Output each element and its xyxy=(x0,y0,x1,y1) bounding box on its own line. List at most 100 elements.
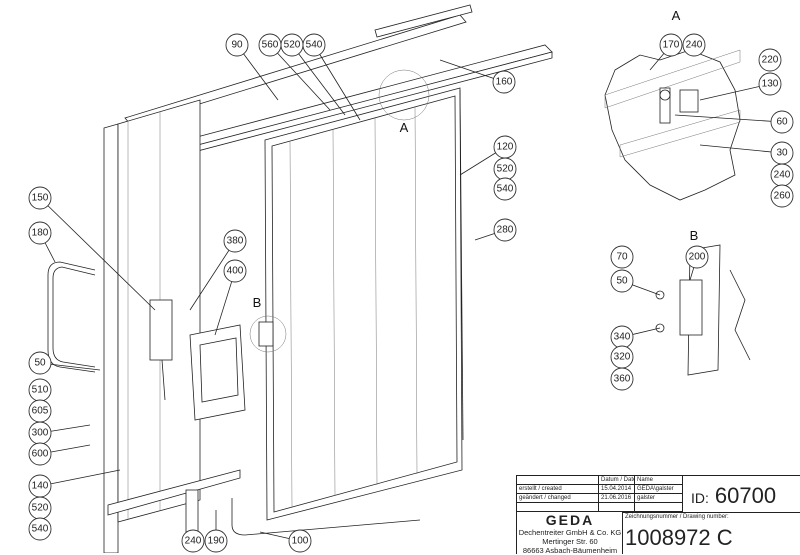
part-callout: 140 xyxy=(28,474,52,498)
callout-circle xyxy=(610,367,634,391)
leader-line xyxy=(313,44,361,121)
callout-circle xyxy=(288,529,312,553)
callout-number: 260 xyxy=(774,191,791,202)
callout-circle xyxy=(28,351,52,375)
callout-circle xyxy=(493,218,517,242)
part-callout: 200 xyxy=(685,245,709,269)
detail-b-title: B xyxy=(690,228,699,243)
part-callout: 380 xyxy=(223,229,247,253)
part-callout: 540 xyxy=(302,33,326,57)
part-callout: 240 xyxy=(181,529,205,553)
callout-number: 120 xyxy=(497,142,514,153)
callout-number: 90 xyxy=(231,40,243,51)
part-callout: 600 xyxy=(28,442,52,466)
part-callout: 320 xyxy=(610,345,634,369)
date-header: Datum / Date xyxy=(599,476,635,485)
title-block: Datum / Date Name erstellt / created 15.… xyxy=(516,475,800,555)
callout-number: 50 xyxy=(34,358,46,369)
callout-number: 510 xyxy=(32,385,49,396)
part-callout: 605 xyxy=(28,399,52,423)
callout-number: 150 xyxy=(32,193,49,204)
callout-number: 520 xyxy=(32,503,49,514)
callout-circle xyxy=(610,269,634,293)
detail-a-title: A xyxy=(672,8,681,23)
part-callout: 540 xyxy=(493,177,517,201)
part-callout: 180 xyxy=(28,221,52,245)
callout-circle xyxy=(181,529,205,553)
callout-circle xyxy=(758,48,782,72)
part-callout: 50 xyxy=(28,351,52,375)
switch-150 xyxy=(149,299,173,401)
part-callout: 60 xyxy=(770,110,794,134)
created-label: erstellt / created xyxy=(517,485,599,494)
top-rail xyxy=(109,4,553,175)
callout-number: 605 xyxy=(32,406,49,417)
changed-name: galster xyxy=(635,494,683,503)
leader-line xyxy=(291,44,346,116)
part-callout: 520 xyxy=(28,496,52,520)
created-date: 15.04.2014 xyxy=(599,485,635,494)
company-name: Dechentreiter GmbH & Co. KG xyxy=(518,528,622,537)
part-callout: 540 xyxy=(28,517,52,541)
part-callout: 100 xyxy=(288,529,312,553)
part-callout: 70 xyxy=(610,245,634,269)
callout-number: 220 xyxy=(762,55,779,66)
company-city: 86663 Asbach-Bäumenheim xyxy=(522,546,618,555)
part-callout: 400 xyxy=(223,259,247,283)
callout-number: 70 xyxy=(616,252,628,263)
callout-circle xyxy=(685,245,709,269)
callout-number: 190 xyxy=(208,536,225,547)
callout-number: 320 xyxy=(614,352,631,363)
created-name: GEDA\galster xyxy=(635,485,683,494)
callout-number: 240 xyxy=(185,536,202,547)
callout-number: 360 xyxy=(614,374,631,385)
callout-number: 160 xyxy=(496,77,513,88)
callout-circle xyxy=(28,517,52,541)
handle-180 xyxy=(47,261,96,373)
part-callout: 300 xyxy=(28,421,52,445)
part-callout: 560 xyxy=(258,33,282,57)
changed-date: 21.06.2016 xyxy=(599,494,635,503)
callout-number: 540 xyxy=(32,524,49,535)
callout-circle xyxy=(302,33,326,57)
part-callout: 240 xyxy=(770,163,794,187)
part-callout: 150 xyxy=(28,186,52,210)
detail-a-view xyxy=(604,49,741,201)
callout-circle xyxy=(492,70,516,94)
callout-number: 240 xyxy=(686,40,703,51)
detail-a-circle xyxy=(378,69,430,121)
callout-number: 340 xyxy=(614,332,631,343)
callout-number: 520 xyxy=(497,164,514,175)
detail-b-view xyxy=(655,244,751,376)
part-callout: 510 xyxy=(28,378,52,402)
door-panel xyxy=(264,87,464,521)
drawing-number-label: Zeichnungsnummer / Drawing number: xyxy=(625,514,729,520)
callout-number: 130 xyxy=(762,79,779,90)
part-callout: 280 xyxy=(493,218,517,242)
part-callout: 160 xyxy=(492,70,516,94)
callout-circle xyxy=(223,229,247,253)
leader-line xyxy=(674,114,783,123)
floor-guide-100 xyxy=(185,489,421,536)
part-callout: 30 xyxy=(770,141,794,165)
callout-number: 200 xyxy=(689,252,706,263)
callout-number: 400 xyxy=(227,266,244,277)
callout-number: 170 xyxy=(663,40,680,51)
callout-circle xyxy=(225,33,249,57)
leader-line xyxy=(269,44,331,111)
callout-number: 240 xyxy=(774,170,791,181)
callout-circle xyxy=(204,529,228,553)
part-callout: 240 xyxy=(682,33,706,57)
callout-circle xyxy=(28,442,52,466)
part-callout: 520 xyxy=(493,157,517,181)
callout-number: 50 xyxy=(616,276,628,287)
company-street: Mertinger Str. 60 xyxy=(542,537,598,546)
callout-circle xyxy=(770,184,794,208)
callout-number: 300 xyxy=(32,428,49,439)
part-callout: 340 xyxy=(610,325,634,349)
callout-number: 60 xyxy=(776,117,788,128)
part-callout: 520 xyxy=(280,33,304,57)
callout-circle xyxy=(223,259,247,283)
part-callout: 220 xyxy=(758,48,782,72)
detail-a-marker: A xyxy=(400,120,409,135)
